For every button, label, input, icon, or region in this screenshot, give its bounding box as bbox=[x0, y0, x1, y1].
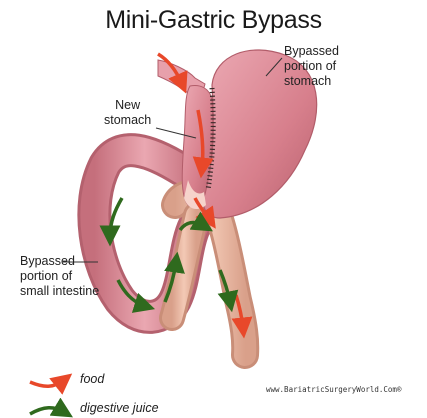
label-new-stomach: New stomach bbox=[104, 98, 151, 128]
label-line: stomach bbox=[104, 113, 151, 128]
label-bypassed-stomach: Bypassed portion of stomach bbox=[284, 44, 339, 89]
credit-text: www.BariatricSurgeryWorld.Com® bbox=[266, 385, 401, 394]
label-line: Bypassed bbox=[20, 254, 99, 269]
label-line: Bypassed bbox=[284, 44, 339, 59]
legend-digestive-label: digestive juice bbox=[80, 401, 159, 415]
label-line: portion of bbox=[20, 269, 99, 284]
label-line: small intestine bbox=[20, 284, 99, 299]
legend-food-label: food bbox=[80, 372, 104, 386]
label-line: portion of bbox=[284, 59, 339, 74]
legend-digestive-arrow bbox=[30, 408, 64, 414]
label-bypassed-intestine: Bypassed portion of small intestine bbox=[20, 254, 99, 299]
label-line: stomach bbox=[284, 74, 339, 89]
label-line: New bbox=[104, 98, 151, 113]
legend-food-arrow bbox=[30, 380, 64, 386]
